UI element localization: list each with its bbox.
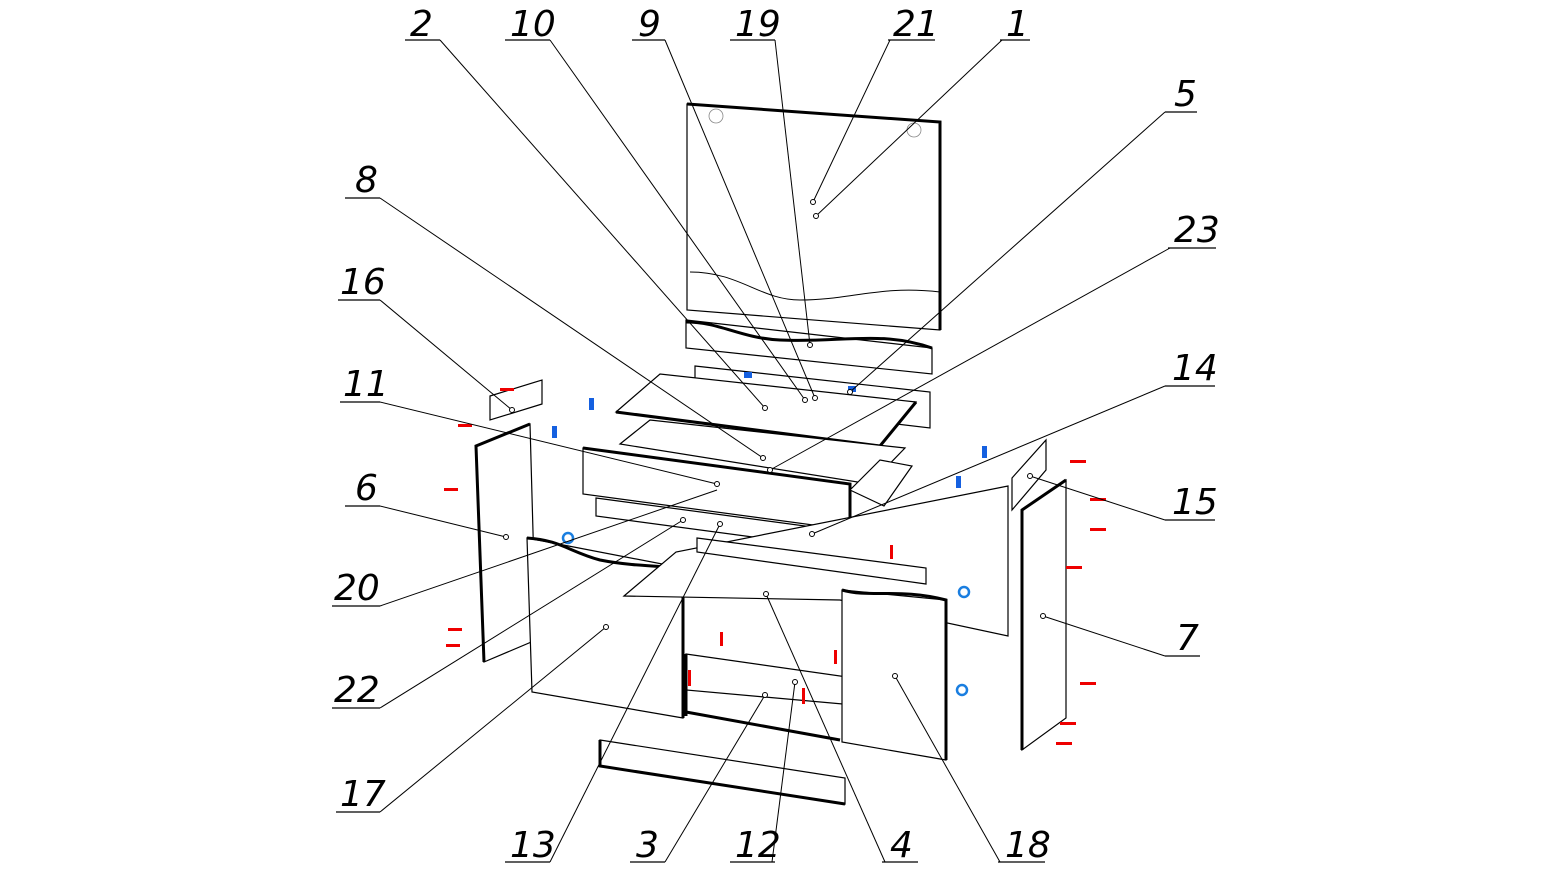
drawer-front-edge [582,446,852,530]
svg-text:16: 16 [340,262,386,303]
panel-top-back-edge [686,102,942,330]
screw-icon [444,488,458,491]
bracket-icon [956,476,961,488]
svg-text:13: 13 [510,825,556,866]
svg-text:20: 20 [334,568,380,609]
svg-text:3: 3 [636,825,659,866]
label-10: 10 [505,4,556,45]
label-9: 9 [632,4,665,45]
left-side-edge [474,422,531,663]
leader-lines [379,39,1171,863]
svg-text:7: 7 [1176,618,1199,659]
screw-icon [1080,682,1096,685]
bracket-icon [744,372,752,378]
svg-text:9: 9 [638,4,661,45]
screw-icon [458,424,472,427]
svg-text:22: 22 [334,670,380,711]
side-piece-23 [848,459,914,507]
hinge-icon [955,683,969,697]
screw-icon [1070,460,1086,463]
rail-22 [696,537,927,585]
svg-text:11: 11 [343,364,389,405]
label-3: 3 [630,825,665,866]
bottom-frame-edge [684,654,841,742]
svg-text:2: 2 [410,4,433,45]
bracket-icon [552,426,557,438]
bracket-icon [589,398,594,410]
svg-text:23: 23 [1174,210,1220,251]
bracket-icon [982,446,987,458]
label-13: 13 [505,825,556,866]
svg-text:14: 14 [1172,348,1218,389]
bracket-icon [848,386,856,392]
label-16: 16 [338,262,386,303]
label-21: 21 [888,4,939,45]
label-23: 23 [1168,210,1220,251]
hinge-icon [957,585,971,599]
door-18-edge [841,588,948,760]
svg-text:8: 8 [355,160,378,201]
label-15: 15 [1165,482,1218,523]
label-18: 18 [998,825,1051,866]
label-20: 20 [332,568,380,609]
screw-icon [446,644,460,647]
label-14: 14 [1165,348,1218,389]
screw-icon [1090,498,1106,501]
screw-icon [1066,566,1082,569]
label-17: 17 [336,774,386,815]
label-22: 22 [332,670,380,711]
label-8: 8 [345,160,380,201]
svg-text:17: 17 [340,774,386,815]
label-2: 2 [405,4,440,45]
screw-icon [720,632,723,646]
drawer-bottom [618,419,907,485]
screw-icon [1090,528,1106,531]
svg-text:18: 18 [1005,825,1051,866]
panel-top-back-curve [689,271,941,301]
hinge-icon [561,531,575,545]
part-labels: 2 10 9 19 21 1 5 8 23 16 14 11 6 15 20 7… [332,4,1220,866]
plinth-edge [598,740,846,806]
screw-icon [1060,722,1076,725]
svg-text:12: 12 [735,825,781,866]
screw-icon [834,650,837,664]
screw-icon [802,688,805,704]
label-12: 12 [730,825,781,866]
svg-text:1: 1 [1006,4,1029,45]
label-19: 19 [730,4,781,45]
svg-text:5: 5 [1174,74,1197,115]
parts-drawing [444,102,1106,806]
screw-icon [448,628,462,631]
svg-text:15: 15 [1172,482,1218,523]
label-5: 5 [1165,74,1197,115]
screw-icon [688,670,691,686]
hole-1 [708,108,724,124]
label-4: 4 [882,825,918,866]
screw-icon [500,388,514,391]
svg-text:4: 4 [890,825,913,866]
screw-icon [890,545,893,559]
label-6: 6 [345,468,380,509]
right-side-edge [1020,478,1067,750]
screw-icon [1056,742,1072,745]
hole-2 [906,122,922,138]
rail-19-curve [685,320,933,350]
label-1: 1 [1000,4,1030,45]
svg-text:21: 21 [893,4,939,45]
left-top-block [489,379,543,421]
svg-text:10: 10 [510,4,556,45]
svg-text:19: 19 [735,4,781,45]
label-11: 11 [340,364,389,405]
label-7: 7 [1165,618,1200,659]
svg-text:6: 6 [355,468,378,509]
